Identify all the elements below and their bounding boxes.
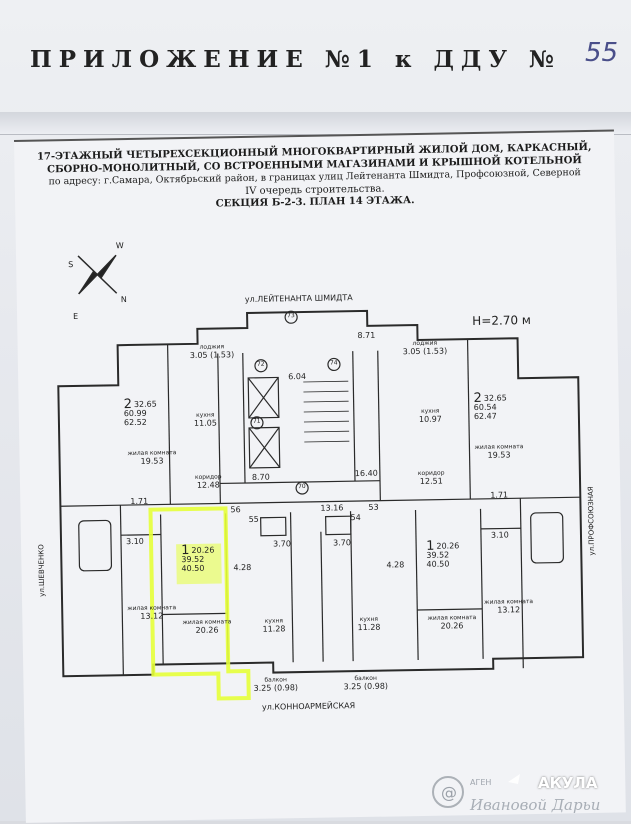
hall-870: 8.70: [251, 472, 270, 482]
door-55: 55: [248, 514, 259, 524]
balcony-right-area: 3.25 (0.98): [343, 681, 389, 692]
corridor-left-area: 12.48: [196, 480, 220, 490]
street-right: ул.ПРОФСОЮЗНАЯ: [586, 486, 596, 556]
apt-right1-b: 39.52: [426, 550, 450, 560]
living-left-area: 19.53: [140, 456, 164, 466]
shark-logo-icon: @: [432, 774, 520, 808]
kitchen-right-area: 10.97: [418, 414, 442, 424]
compass-e: E: [73, 311, 79, 321]
loggia-right-area: 3.05 (1.53): [402, 346, 448, 357]
height-label: H=2.70 м: [472, 313, 532, 329]
cell-73: 73: [287, 312, 295, 320]
apt-left1: 1 20.26 39.52 40.50: [181, 543, 215, 574]
hall-1640: 16.40: [354, 468, 378, 479]
appendix-title: ПРИЛОЖЕНИЕ №1 к ДДУ №: [30, 46, 562, 73]
wc-right-area: 3.10: [490, 530, 509, 540]
door-56: 56: [230, 505, 241, 515]
svg-text:@: @: [441, 783, 457, 802]
room-mr-area: 20.26: [440, 621, 464, 631]
apt-right1-a: 20.26: [436, 541, 460, 551]
apt-left2: 2 32.65 60.99 62.52: [123, 396, 158, 428]
street-top: ул.ЛЕЙТЕНАНТА ШМИДТА: [244, 293, 353, 304]
loggia-left-area: 3.05 (1.53): [189, 350, 235, 360]
apt-left2-b: 60.99: [123, 408, 147, 419]
apt-right1-c: 40.50: [426, 559, 450, 569]
wc1-left-area: 3.70: [273, 539, 291, 549]
apt-left1-b: 39.52: [181, 554, 205, 565]
cell-74: 74: [329, 359, 338, 367]
apt-left2-a: 32.65: [133, 399, 157, 409]
compass-n: N: [120, 295, 127, 305]
building-title: 17-ЭТАЖНЫЙ ЧЕТЫРЕХСЕКЦИОННЫЙ МНОГОКВАРТИ…: [14, 142, 615, 215]
wc-left-area: 3.10: [125, 536, 144, 547]
apt-right1: 1 20.26 39.52 40.50: [426, 538, 460, 569]
balcony-left-area: 3.25 (0.98): [253, 683, 299, 693]
apt-right2: 2 32.65 60.54 62.47: [473, 390, 508, 422]
kitchen1-right-area: 11.28: [357, 622, 381, 633]
watermark-agency: Ивановой Дарьи: [470, 796, 601, 814]
apt-left1-a: 20.26: [191, 545, 215, 555]
apt-right2-b: 60.54: [473, 402, 497, 413]
wc1-right-area: 3.70: [333, 538, 351, 548]
watermark-prefix: АГЕН: [470, 778, 492, 787]
door-53: 53: [368, 502, 379, 512]
apt-left1-c: 40.50: [181, 563, 205, 574]
floor-plan: [57, 254, 585, 701]
building-outline: [57, 309, 585, 678]
compass-icon: [77, 254, 118, 295]
cell-72: 72: [256, 360, 265, 368]
hall-1316: 13.16: [320, 503, 344, 513]
hall-871: 8.71: [357, 330, 376, 341]
hall-604: 6.04: [288, 371, 307, 382]
apt-right1-rooms: 1: [426, 538, 435, 554]
room-br-area: 13.12: [497, 605, 521, 615]
handwritten-contract-number: 55: [585, 38, 619, 68]
cell-70: 70: [298, 482, 306, 491]
agency-watermark: @ АГЕН АКУЛА Ивановой Дарьи: [430, 770, 630, 820]
corridor1-left-area: 4.28: [233, 562, 252, 573]
floor-plan-sheet: 17-ЭТАЖНЫЙ ЧЕТЫРЕХСЕКЦИОННЫЙ МНОГОКВАРТИ…: [14, 129, 626, 823]
street-left: ул.ШЕВЧЕНКО: [37, 544, 47, 597]
bath-right-area: 1.71: [490, 490, 509, 500]
living-right-area: 19.53: [487, 450, 511, 460]
apt-right2-c: 62.47: [473, 411, 497, 422]
apt-right2-a: 32.65: [483, 393, 507, 403]
apt-right2-rooms: 2: [473, 390, 482, 407]
apt-left2-c: 62.52: [123, 417, 147, 428]
compass-w: W: [115, 241, 124, 251]
highlighted-apartment: [148, 506, 251, 701]
bath-left-area: 1.71: [130, 496, 149, 507]
kitchen1-left-area: 11.28: [262, 624, 286, 634]
kitchen-left-area: 11.05: [193, 418, 217, 428]
watermark-brand: АКУЛА: [538, 774, 598, 792]
street-bottom: ул.КОННОАРМЕЙСКАЯ: [261, 701, 356, 712]
appendix-header: ПРИЛОЖЕНИЕ №1 к ДДУ №: [30, 46, 561, 73]
cell-71: 71: [252, 417, 261, 425]
apt-left1-rooms: 1: [181, 543, 190, 559]
corridor-right-area: 12.51: [419, 476, 443, 486]
compass-s: S: [68, 259, 74, 270]
room-bl-area: 13.12: [140, 611, 164, 621]
door-54: 54: [350, 513, 361, 523]
room-ml-area: 20.26: [195, 625, 219, 635]
corridor1-right-area: 4.28: [386, 560, 405, 570]
apt-left2-rooms: 2: [123, 396, 133, 413]
